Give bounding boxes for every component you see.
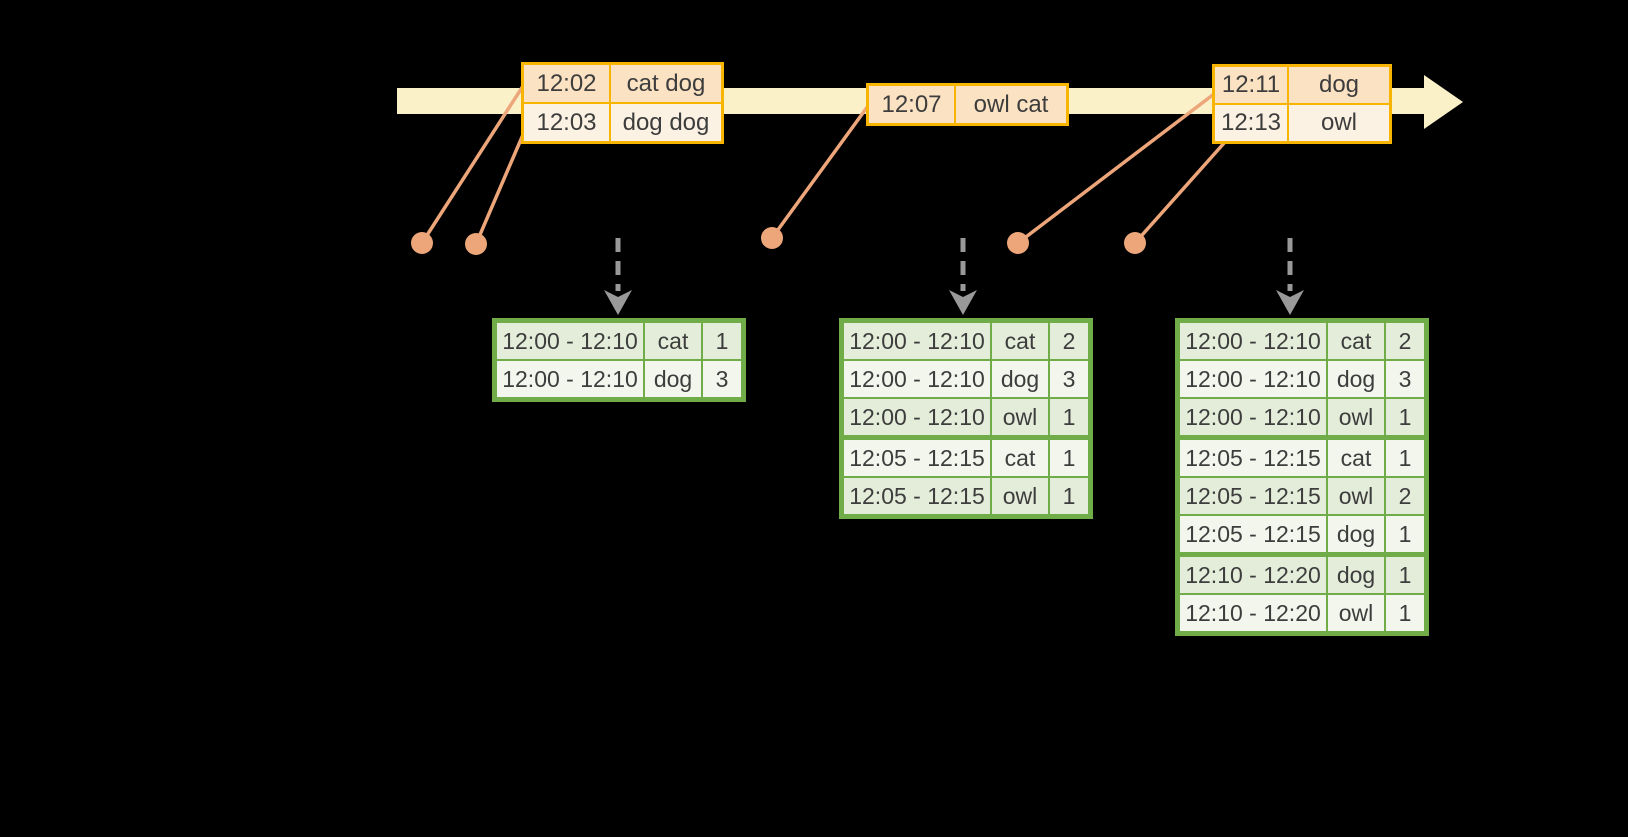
event-line <box>770 104 870 240</box>
result-row: 12:05 - 12:15 dog 1 <box>1180 516 1424 552</box>
result-table-3: 12:00 - 12:10 cat 2 12:00 - 12:10 dog 3 … <box>1175 318 1429 636</box>
result-count-cell: 1 <box>1050 440 1088 476</box>
result-word-cell: cat <box>645 323 701 359</box>
result-window-cell: 12:05 - 12:15 <box>844 478 990 514</box>
result-word-cell: cat <box>992 440 1048 476</box>
result-count-cell: 1 <box>1050 399 1088 435</box>
event-words-cell: owl <box>1289 105 1389 141</box>
result-window-cell: 12:00 - 12:10 <box>1180 323 1326 359</box>
event-time-cell: 12:07 <box>869 86 954 123</box>
result-row: 12:05 - 12:15 owl 2 <box>1180 478 1424 514</box>
trigger-arrowheads <box>604 290 1304 315</box>
result-row: 12:05 - 12:15 owl 1 <box>844 478 1088 514</box>
result-count-cell: 3 <box>703 361 741 397</box>
result-word-cell: dog <box>992 361 1048 397</box>
result-count-cell: 3 <box>1386 361 1424 397</box>
result-word-cell: owl <box>1328 595 1384 631</box>
result-word-cell: dog <box>1328 361 1384 397</box>
result-count-cell: 2 <box>1050 323 1088 359</box>
event-connector-lines <box>420 85 1227 245</box>
result-window-cell: 12:00 - 12:10 <box>1180 399 1326 435</box>
result-count-cell: 1 <box>1386 399 1424 435</box>
event-line <box>1133 140 1227 245</box>
event-row: 12:07 owl cat <box>869 86 1066 123</box>
result-window-cell: 12:05 - 12:15 <box>1180 478 1326 514</box>
result-window-cell: 12:05 - 12:15 <box>844 440 990 476</box>
result-count-cell: 2 <box>1386 478 1424 514</box>
event-dot-icon <box>761 227 783 249</box>
result-count-cell: 1 <box>703 323 741 359</box>
event-line <box>420 85 525 244</box>
result-word-cell: dog <box>1328 516 1384 552</box>
event-dot-icon <box>1124 232 1146 254</box>
result-row: 12:05 - 12:15 cat 1 <box>844 440 1088 476</box>
result-word-cell: cat <box>1328 440 1384 476</box>
event-row: 12:13 owl <box>1215 105 1389 141</box>
result-count-cell: 2 <box>1386 323 1424 359</box>
result-row: 12:00 - 12:10 cat 2 <box>844 323 1088 359</box>
result-row: 12:00 - 12:10 owl 1 <box>1180 399 1424 435</box>
result-count-cell: 1 <box>1386 557 1424 593</box>
result-row: 12:00 - 12:10 owl 1 <box>844 399 1088 435</box>
result-count-cell: 1 <box>1386 440 1424 476</box>
event-line <box>474 129 527 245</box>
result-window-cell: 12:00 - 12:10 <box>844 361 990 397</box>
result-word-cell: owl <box>1328 399 1384 435</box>
result-window-cell: 12:10 - 12:20 <box>1180 557 1326 593</box>
result-window-cell: 12:00 - 12:10 <box>1180 361 1326 397</box>
result-window-cell: 12:05 - 12:15 <box>1180 516 1326 552</box>
event-time-cell: 12:03 <box>524 104 609 141</box>
event-time-cell: 12:02 <box>524 65 609 102</box>
result-count-cell: 1 <box>1386 516 1424 552</box>
event-words-cell: owl cat <box>956 86 1066 123</box>
arrow-down-icon <box>949 290 977 315</box>
event-time-cell: 12:11 <box>1215 67 1287 103</box>
result-word-cell: owl <box>992 478 1048 514</box>
result-row: 12:05 - 12:15 cat 1 <box>1180 440 1424 476</box>
result-row: 12:10 - 12:20 owl 1 <box>1180 595 1424 631</box>
result-row: 12:00 - 12:10 cat 2 <box>1180 323 1424 359</box>
result-table-1: 12:00 - 12:10 cat 1 12:00 - 12:10 dog 3 <box>492 318 746 402</box>
event-words-cell: dog dog <box>611 104 721 141</box>
result-row: 12:00 - 12:10 dog 3 <box>497 361 741 397</box>
timeline-arrowhead-icon <box>1424 75 1463 129</box>
arrow-down-icon <box>1276 290 1304 315</box>
result-row: 12:00 - 12:10 cat 1 <box>497 323 741 359</box>
event-dot-icon <box>465 233 487 255</box>
event-dots <box>411 227 1146 255</box>
event-table-3: 12:11 dog 12:13 owl <box>1212 64 1392 144</box>
event-line <box>1016 92 1216 245</box>
result-word-cell: cat <box>1328 323 1384 359</box>
result-count-cell: 3 <box>1050 361 1088 397</box>
trigger-arrows <box>615 238 1293 291</box>
result-window-cell: 12:00 - 12:10 <box>497 361 643 397</box>
result-row: 12:00 - 12:10 dog 3 <box>844 361 1088 397</box>
event-words-cell: dog <box>1289 67 1389 103</box>
event-row: 12:02 cat dog <box>524 65 721 102</box>
arrow-down-icon <box>604 290 632 315</box>
result-word-cell: owl <box>992 399 1048 435</box>
result-table-2: 12:00 - 12:10 cat 2 12:00 - 12:10 dog 3 … <box>839 318 1093 519</box>
result-word-cell: dog <box>1328 557 1384 593</box>
result-count-cell: 1 <box>1386 595 1424 631</box>
event-time-cell: 12:13 <box>1215 105 1287 141</box>
event-words-cell: cat dog <box>611 65 721 102</box>
result-row: 12:10 - 12:20 dog 1 <box>1180 557 1424 593</box>
result-row: 12:00 - 12:10 dog 3 <box>1180 361 1424 397</box>
result-word-cell: owl <box>1328 478 1384 514</box>
result-window-cell: 12:05 - 12:15 <box>1180 440 1326 476</box>
event-dot-icon <box>411 232 433 254</box>
event-dot-icon <box>1007 232 1029 254</box>
result-count-cell: 1 <box>1050 478 1088 514</box>
result-window-cell: 12:10 - 12:20 <box>1180 595 1326 631</box>
result-window-cell: 12:00 - 12:10 <box>497 323 643 359</box>
result-word-cell: dog <box>645 361 701 397</box>
event-row: 12:11 dog <box>1215 67 1389 103</box>
event-table-1: 12:02 cat dog 12:03 dog dog <box>521 62 724 144</box>
event-row: 12:03 dog dog <box>524 104 721 141</box>
result-word-cell: cat <box>992 323 1048 359</box>
result-window-cell: 12:00 - 12:10 <box>844 399 990 435</box>
event-table-2: 12:07 owl cat <box>866 83 1069 126</box>
result-window-cell: 12:00 - 12:10 <box>844 323 990 359</box>
